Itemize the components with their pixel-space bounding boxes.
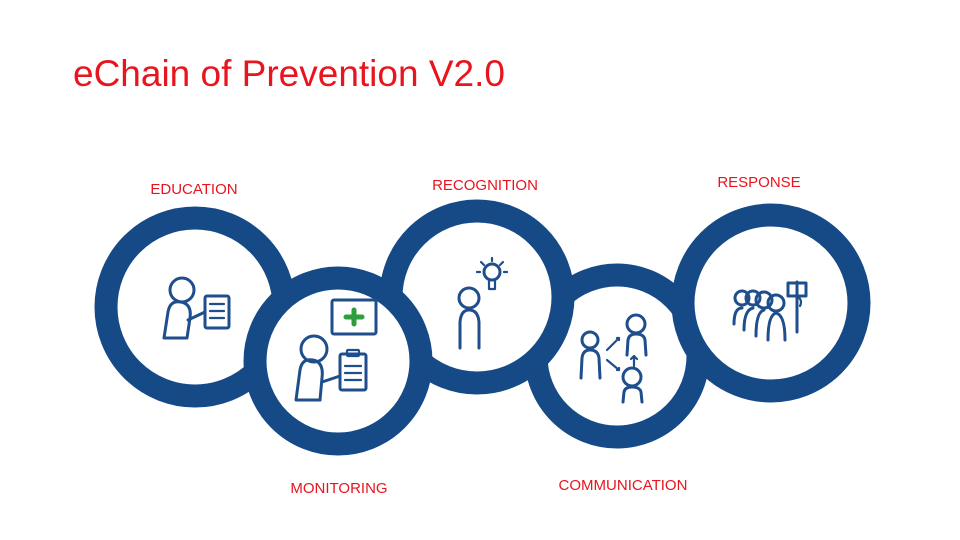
label-response: RESPONSE: [717, 174, 800, 191]
slide-title: eChain of Prevention V2.0: [73, 53, 505, 94]
teacher-with-document-icon: [162, 276, 231, 340]
people-communicating-icon: [579, 313, 648, 404]
label-monitoring: MONITORING: [290, 480, 387, 497]
ring-monitoring: [243, 266, 433, 456]
person-with-lightbulb-icon: [457, 256, 509, 350]
chain-rings: [94, 199, 871, 456]
label-recognition: RECOGNITION: [432, 177, 538, 194]
person-with-clipboard-and-medical-monitor-icon: [294, 298, 378, 402]
chain-labels: EDUCATION MONITORING RECOGNITION COMMUNI…: [150, 174, 800, 497]
response-team-icon: [732, 280, 808, 342]
label-education: EDUCATION: [150, 181, 237, 198]
label-communication: COMMUNICATION: [559, 477, 688, 494]
